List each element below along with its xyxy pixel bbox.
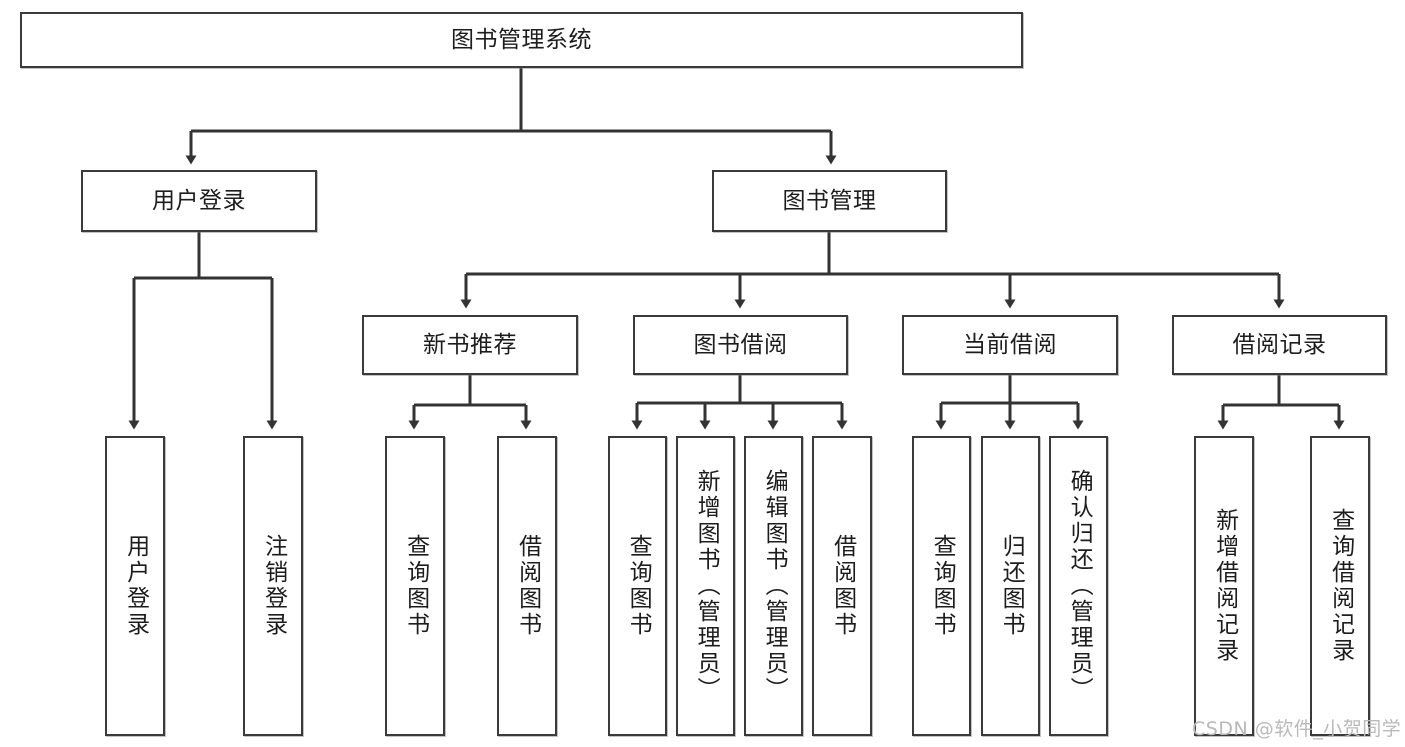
node-label: 图书管理 xyxy=(782,187,877,214)
node-label: 查询图书 xyxy=(625,534,652,638)
leaf-borrow-book-recommend[interactable]: 借阅图书 xyxy=(497,436,557,736)
leaf-query-book-borrow[interactable]: 查询图书 xyxy=(608,436,667,736)
leaf-edit-book-admin[interactable]: 编辑图书（管理员） xyxy=(744,436,803,736)
node-label: 当前借阅 xyxy=(963,331,1057,358)
leaf-return-book[interactable]: 归还图书 xyxy=(981,436,1040,736)
node-label: 借阅图书 xyxy=(829,534,856,638)
leaf-confirm-return-admin[interactable]: 确认归还（管理员） xyxy=(1049,436,1108,736)
node-label: 新增借阅记录 xyxy=(1211,508,1238,664)
node-new-book-recommendation[interactable]: 新书推荐 xyxy=(362,315,578,375)
leaf-query-borrow-record[interactable]: 查询借阅记录 xyxy=(1310,436,1370,736)
leaf-add-book-admin[interactable]: 新增图书（管理员） xyxy=(676,436,735,736)
watermark-text: CSDN @软件_小贺同学 xyxy=(1192,718,1402,740)
node-label: 查询图书 xyxy=(929,534,956,638)
node-label: 确认归还（管理员） xyxy=(1066,469,1093,703)
node-book-borrow[interactable]: 图书借阅 xyxy=(633,315,848,375)
node-label: 编辑图书（管理员） xyxy=(761,469,788,703)
leaf-query-book-recommend[interactable]: 查询图书 xyxy=(385,436,445,736)
node-current-borrow[interactable]: 当前借阅 xyxy=(902,315,1118,375)
leaf-query-book-current[interactable]: 查询图书 xyxy=(912,436,971,736)
node-label: 图书借阅 xyxy=(693,331,788,358)
leaf-user-login[interactable]: 用户登录 xyxy=(105,436,165,736)
leaf-borrow-book[interactable]: 借阅图书 xyxy=(812,436,872,736)
node-label: 新增图书（管理员） xyxy=(693,469,720,703)
node-user-login[interactable]: 用户登录 xyxy=(81,170,317,232)
node-label: 用户登录 xyxy=(152,187,246,214)
node-book-management[interactable]: 图书管理 xyxy=(712,170,947,232)
node-borrow-record[interactable]: 借阅记录 xyxy=(1172,315,1387,375)
node-label: 新书推荐 xyxy=(423,331,517,358)
leaf-add-borrow-record[interactable]: 新增借阅记录 xyxy=(1194,436,1254,736)
node-label: 用户登录 xyxy=(122,534,149,638)
node-label: 借阅图书 xyxy=(514,534,541,638)
node-label: 查询借阅记录 xyxy=(1327,508,1354,664)
node-label: 注销登录 xyxy=(260,534,287,638)
node-root-book-management-system[interactable]: 图书管理系统 xyxy=(20,12,1023,68)
leaf-logout[interactable]: 注销登录 xyxy=(243,436,303,736)
node-label: 图书管理系统 xyxy=(451,26,592,53)
node-label: 借阅记录 xyxy=(1232,331,1327,358)
node-label: 归还图书 xyxy=(998,534,1025,638)
node-label: 查询图书 xyxy=(402,534,429,638)
